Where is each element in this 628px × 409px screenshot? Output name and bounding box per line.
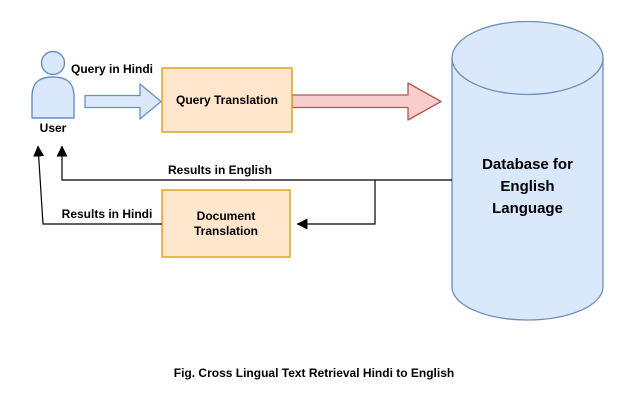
document-translation-label: Document Translation (162, 190, 290, 257)
user-person-icon (31, 50, 75, 119)
user-body-shape (31, 76, 75, 119)
query-in-hindi-label: Query in Hindi (70, 62, 153, 76)
database-cylinder (451, 20, 604, 321)
query-translation-box (161, 67, 293, 133)
results-in-english-connector (56, 145, 452, 181)
results-in-hindi-label: Results in Hindi (61, 207, 153, 221)
user-head-shape (40, 50, 66, 76)
document-translation-box (161, 189, 291, 258)
translated-query-arrow (291, 82, 442, 121)
database-label-text: Database for English Language (482, 156, 573, 217)
user-label: User (39, 121, 67, 135)
query-flow-arrow (84, 83, 162, 120)
query-translation-label: Query Translation (162, 68, 292, 132)
query-translation-label-text: Query Translation (175, 92, 279, 107)
figure-caption: Fig. Cross Lingual Text Retrieval Hindi … (173, 366, 455, 380)
results-in-hindi-connector (33, 145, 162, 225)
results-in-english-label: Results in English (167, 163, 272, 177)
database-cylinder-rim (451, 57, 604, 96)
database-label: Database for English Language (452, 154, 603, 220)
database-to-document-translation-connector (296, 180, 376, 230)
document-translation-label-text: Document Translation (193, 208, 258, 238)
database-cylinder-body (451, 20, 604, 321)
